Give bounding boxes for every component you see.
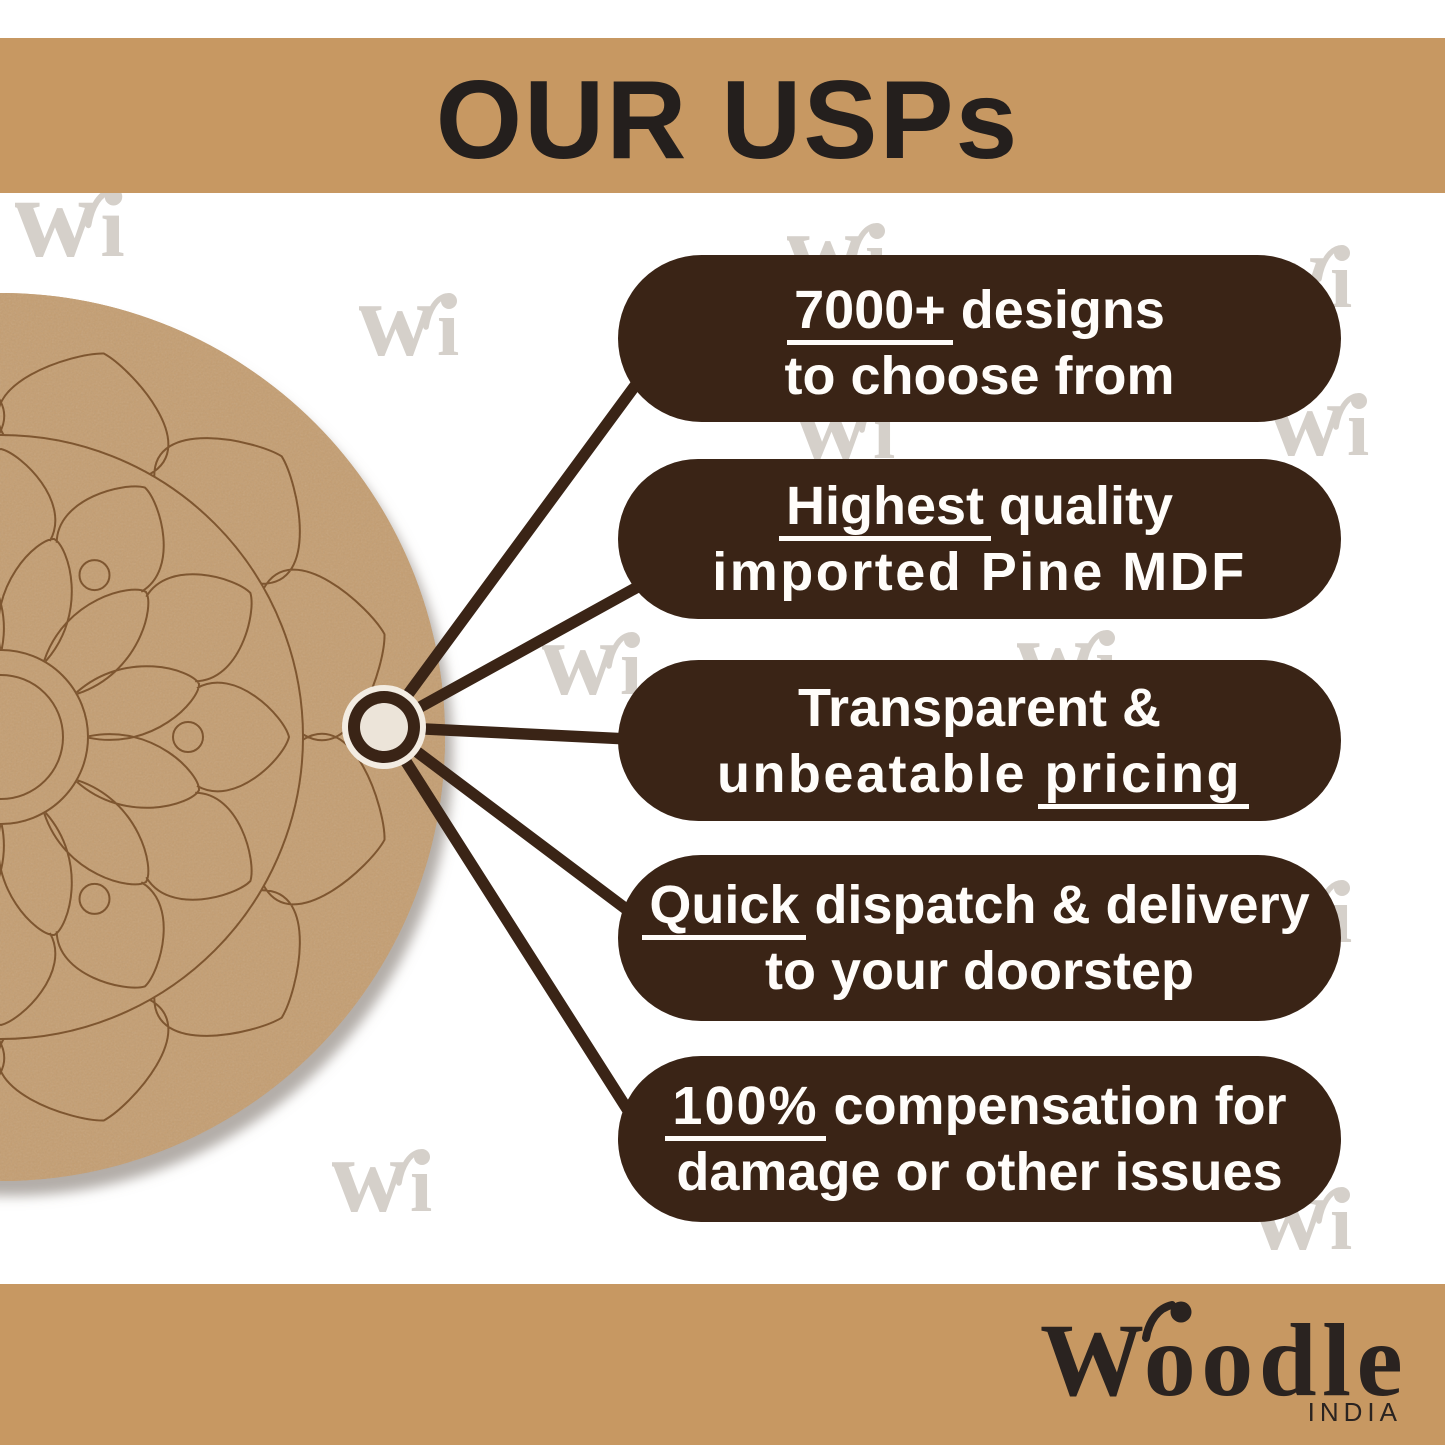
svg-text:ı: ı xyxy=(410,1149,432,1213)
svg-text:ı: ı xyxy=(620,632,642,696)
svg-text:w: w xyxy=(15,188,97,258)
svg-text:Woodle: Woodle xyxy=(1040,1303,1408,1418)
svg-text:ı: ı xyxy=(1330,245,1352,309)
svg-text:w: w xyxy=(359,293,434,357)
svg-text:INDIA: INDIA xyxy=(1308,1397,1402,1427)
svg-text:ı: ı xyxy=(1347,393,1369,457)
svg-text:ı: ı xyxy=(1330,1187,1352,1251)
svg-text:ı: ı xyxy=(437,293,459,357)
svg-text:w: w xyxy=(542,632,617,696)
svg-text:w: w xyxy=(332,1149,407,1213)
